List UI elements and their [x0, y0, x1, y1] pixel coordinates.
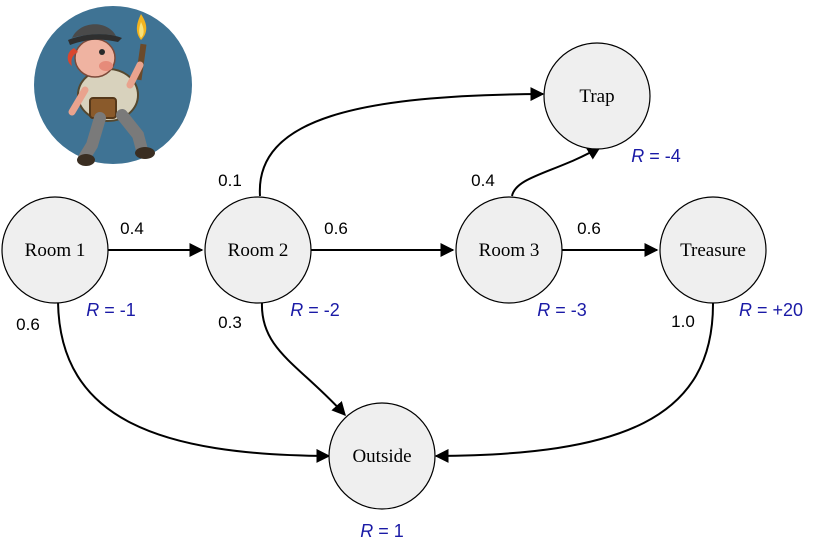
prob-room3-treasure: 0.6 [577, 219, 601, 238]
node-outside: Outside [328, 402, 436, 510]
node-room3: Room 3 [455, 196, 563, 304]
node-room1: Room 1 [1, 196, 109, 304]
reward-room2: R = -2 [290, 300, 340, 320]
node-treasure: Treasure [659, 196, 767, 304]
reward-room1: R = -1 [86, 300, 136, 320]
node-label-outside: Outside [352, 446, 411, 467]
prob-room2-trap: 0.1 [218, 171, 242, 190]
prob-room1-outside: 0.6 [16, 315, 40, 334]
edges [57, 87, 715, 463]
prob-room1-room2: 0.4 [120, 219, 144, 238]
node-label-trap: Trap [579, 86, 614, 107]
prob-room2-room3: 0.6 [324, 219, 348, 238]
rewards: R = -1 R = -2 R = -3 R = +20 R = -4 R = … [86, 146, 803, 541]
node-label-room1: Room 1 [25, 240, 86, 261]
edge-room2-outside [260, 301, 346, 417]
node-trap: Trap [543, 42, 651, 150]
explorer-illustration [34, 6, 192, 166]
prob-room2-outside: 0.3 [218, 313, 242, 332]
reward-outside: R = 1 [360, 521, 404, 541]
node-label-room2: Room 2 [228, 240, 289, 261]
edge-room3-trap [511, 146, 602, 197]
prob-treasure-outside: 1.0 [671, 312, 695, 331]
reward-trap: R = -4 [631, 146, 681, 166]
node-room2: Room 2 [204, 196, 312, 304]
edge-room1-outside [57, 301, 331, 463]
edge-treasure-outside [434, 301, 715, 463]
edge-probabilities: 0.4 0.6 0.1 0.6 0.3 0.4 0.6 1.0 [16, 171, 695, 334]
prob-room3-trap: 0.4 [471, 171, 495, 190]
reward-treasure: R = +20 [739, 300, 803, 320]
edge-room2-trap [258, 87, 545, 197]
node-label-room3: Room 3 [479, 240, 540, 261]
node-label-treasure: Treasure [680, 240, 746, 261]
reward-room3: R = -3 [537, 300, 587, 320]
